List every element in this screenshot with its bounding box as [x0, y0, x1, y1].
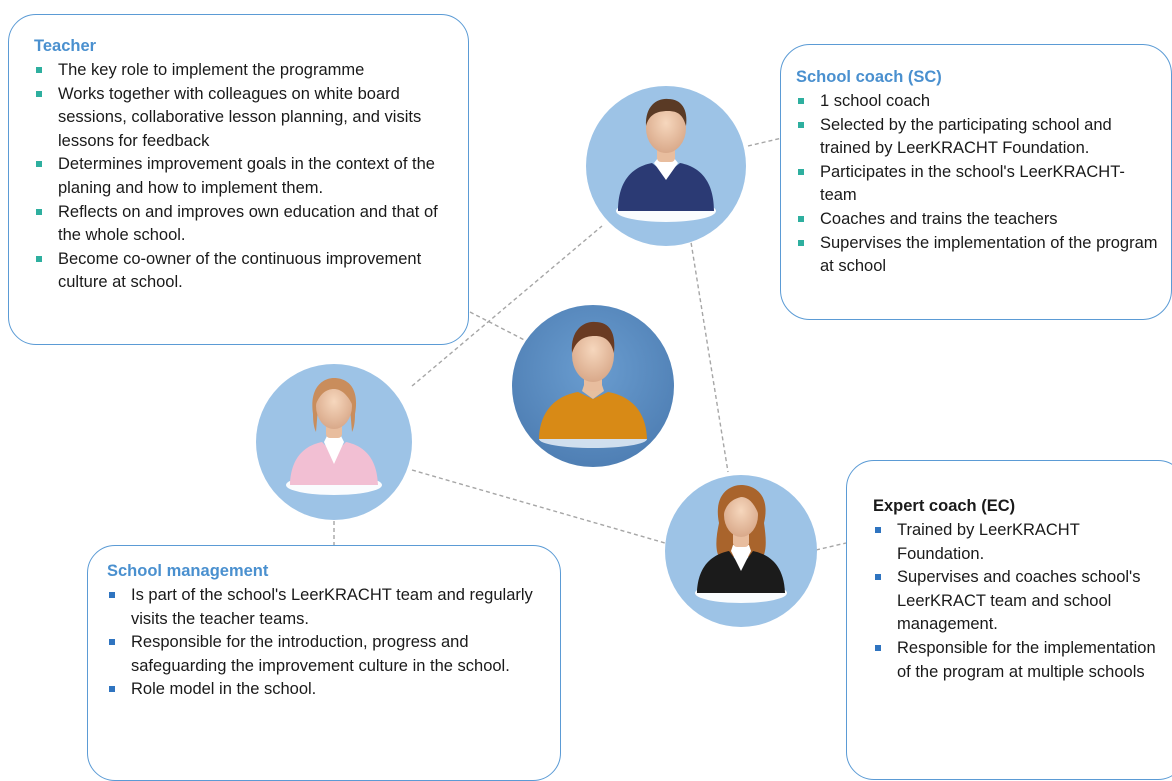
teacher-avatar-icon	[512, 305, 674, 467]
list-item: Coaches and trains the teachers	[796, 208, 1159, 232]
school-coach-title: School coach (SC)	[796, 68, 942, 86]
teacher-box: Teacher The key role to implement the pr…	[8, 14, 469, 345]
school-coach-list: 1 school coach Selected by the participa…	[796, 90, 1159, 279]
list-item: Works together with colleagues on white …	[34, 83, 448, 154]
school-management-title: School management	[107, 562, 269, 580]
list-item: Responsible for the introduction, progre…	[107, 631, 544, 678]
list-item: Supervises and coaches school's LeerKRAC…	[873, 566, 1159, 637]
list-item: Supervises the implementation of the pro…	[796, 232, 1159, 279]
list-item: 1 school coach	[796, 90, 1159, 114]
connector-management-schoolcoach	[411, 225, 603, 387]
school-coach-box: School coach (SC) 1 school coach Selecte…	[780, 44, 1172, 320]
expert-coach-list: Trained by LeerKRACHT Foundation. Superv…	[873, 519, 1159, 684]
school-management-list: Is part of the school's LeerKRACHT team …	[107, 584, 544, 702]
expert-coach-avatar-icon	[665, 475, 817, 627]
list-item: Is part of the school's LeerKRACHT team …	[107, 584, 544, 631]
teacher-title: Teacher	[34, 37, 97, 55]
connector-schoolcoach-expert	[689, 235, 729, 473]
connector-expert-box	[815, 542, 847, 551]
list-item: Participates in the school's LeerKRACHT-…	[796, 161, 1159, 208]
list-item: Become co-owner of the continuous improv…	[34, 248, 448, 295]
connector-schoolcoach-box	[747, 137, 783, 147]
list-item: Trained by LeerKRACHT Foundation.	[873, 519, 1159, 566]
teacher-list: The key role to implement the programme …	[34, 59, 448, 295]
list-item: Selected by the participating school and…	[796, 114, 1159, 161]
expert-coach-title: Expert coach (EC)	[873, 497, 1016, 515]
list-item: Responsible for the implementation of th…	[873, 637, 1159, 684]
list-item: Role model in the school.	[107, 678, 544, 702]
list-item: Determines improvement goals in the cont…	[34, 153, 448, 200]
school-management-avatar-icon	[256, 364, 412, 520]
list-item: Reflects on and improves own education a…	[34, 201, 448, 248]
list-item: The key role to implement the programme	[34, 59, 448, 83]
school-management-box: School management Is part of the school'…	[87, 545, 561, 781]
expert-coach-box: Expert coach (EC) Trained by LeerKRACHT …	[846, 460, 1172, 780]
school-coach-avatar-icon	[586, 86, 746, 246]
connector-management-expert	[411, 469, 666, 544]
